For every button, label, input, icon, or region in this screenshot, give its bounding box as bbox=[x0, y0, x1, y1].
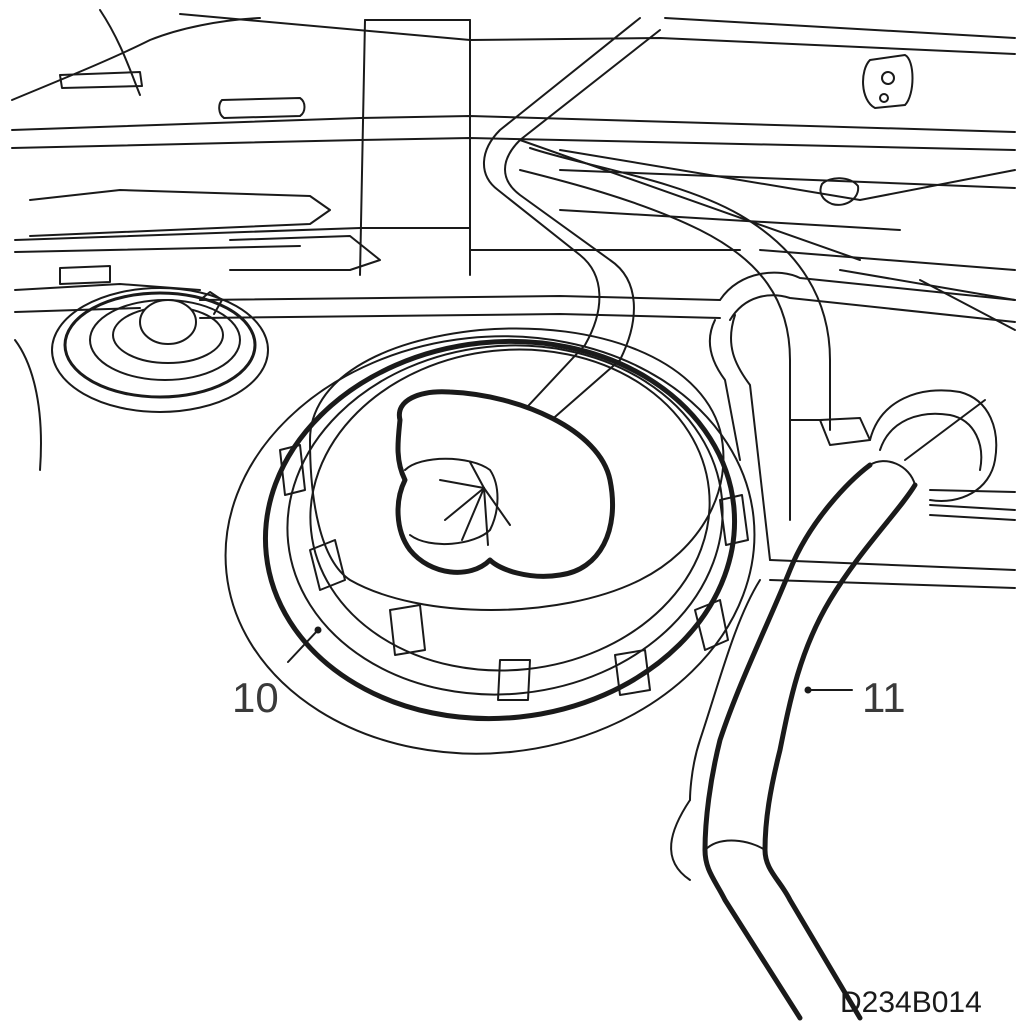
callout-11: 11 bbox=[804, 674, 906, 721]
fuel-pipe bbox=[670, 460, 918, 1021]
locking-ring-tabs bbox=[279, 444, 749, 701]
callout-11-label: 11 bbox=[862, 674, 906, 721]
pump-connector-cap bbox=[395, 389, 616, 579]
vertical-pillar bbox=[359, 19, 471, 276]
rubber-grommet bbox=[51, 287, 269, 413]
fuel-lines bbox=[199, 17, 1016, 589]
callout-10: 10 bbox=[232, 626, 322, 721]
right-fitting bbox=[789, 389, 1016, 521]
figure-code: D234B014 bbox=[840, 986, 982, 1019]
callout-10-leader bbox=[287, 629, 319, 663]
fuel-pump-flange bbox=[224, 327, 756, 755]
callout-10-label: 10 bbox=[232, 674, 279, 721]
hose-clip bbox=[439, 461, 511, 546]
